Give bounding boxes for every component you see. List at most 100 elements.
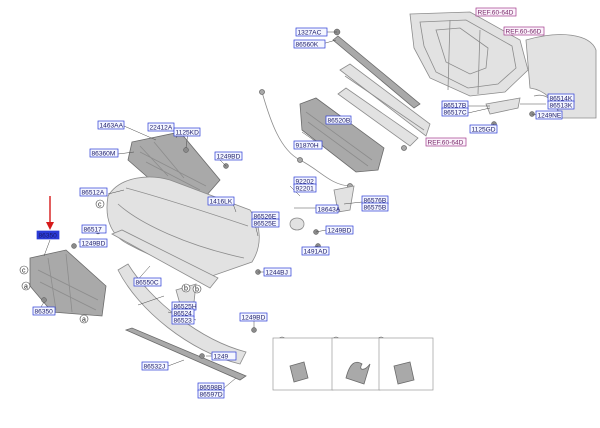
lower-grille-inner [299,97,385,173]
part-label-24-text: 86517 [84,226,103,233]
part-label-15-text: 86512A [82,189,105,196]
part-label-38-text: 86598B [200,384,223,391]
leader-lines [37,31,547,389]
part-label-26-text: 1249BD [328,227,352,234]
part-label-7-text: 1249NE [538,112,562,119]
part-label-17-text: 86526E [254,213,277,220]
part-label-12-text: 1125KD [176,129,200,136]
part-label-8-text: 86520B [328,117,351,124]
part-label-14[interactable]: 1249BD [214,151,243,161]
part-label-32-text: 86525H [174,303,197,310]
part-label-28[interactable]: 86350 [36,230,60,240]
part-label-33-text: 86524 [174,310,193,317]
part-label-4-text: 86514K [550,95,573,102]
part-label-9[interactable]: 91870H [293,140,323,150]
bumper-beam [337,63,431,147]
part-label-39[interactable]: 86597D [197,389,225,399]
part-label-2-text: 86517B [444,102,467,109]
part-label-36[interactable]: 1249 [211,351,237,361]
reference-label-2[interactable]: REF.60-64D [425,137,467,147]
part-label-35[interactable]: 1249BD [239,312,268,322]
part-label-6[interactable]: 1125GD [469,124,498,134]
part-label-0[interactable]: 1327AC [295,27,328,37]
reference-label-0[interactable]: REF.60-64D [475,7,517,17]
callout-circle-b: b [192,284,202,293]
part-label-37[interactable]: 86532J [141,361,169,371]
part-label-35-text: 1249BD [242,314,266,321]
reference-label-1-text: REF.60-66D [506,28,542,35]
part-label-20-text: 92201 [296,185,315,192]
part-label-10[interactable]: 1463AA [97,120,125,130]
part-label-21[interactable]: 18643A [315,204,341,214]
part-label-15[interactable]: 86512A [79,187,108,197]
part-label-39-text: 86597D [200,391,223,398]
part-label-7[interactable]: 1249NE [535,110,563,120]
part-label-21-text: 18643A [318,206,341,213]
svg-text:c: c [22,267,26,274]
fastener-legend [272,337,434,391]
part-label-29[interactable]: 86550C [133,277,162,287]
part-label-23[interactable]: 86575B [361,202,389,212]
part-label-1-text: 86560K [296,41,319,48]
part-label-28-text: 86350 [39,232,58,239]
part-label-16-text: 1416LK [210,198,233,205]
parking-sensor [289,217,305,231]
part-label-31-text: 86350 [35,308,54,315]
upper-molding-strip [332,35,421,109]
part-label-31[interactable]: 86350 [32,306,56,316]
part-label-3[interactable]: 86517C [441,107,469,117]
part-label-20[interactable]: 92201 [293,183,317,193]
clip-c-icon [393,361,415,385]
svg-text:c: c [98,201,102,208]
reference-label-2-text: REF.60-64D [428,139,464,146]
part-label-13-text: 86360M [92,150,116,157]
part-label-37-text: 86532J [144,363,166,370]
lower-lip-strip [111,229,219,289]
reference-label-1[interactable]: REF.60-66D [503,26,545,36]
part-label-1[interactable]: 86560K [293,39,326,49]
part-label-18[interactable]: 86525E [251,218,280,228]
part-label-26[interactable]: 1249BD [325,225,354,235]
part-label-27[interactable]: 1491AD [301,246,330,256]
part-label-5-text: 86513K [550,102,573,109]
part-label-27-text: 1491AD [304,248,328,255]
svg-text:b: b [195,286,199,293]
part-label-24[interactable]: 86517 [81,224,107,234]
svg-text:a: a [24,283,28,290]
part-label-12[interactable]: 1125KD [173,127,201,137]
part-label-0-text: 1327AC [298,29,322,36]
part-label-19-text: 92202 [296,178,315,185]
callout-circle-a: a [79,314,89,323]
lower-trim-strip [124,327,247,381]
clip-b-icon [345,361,371,385]
part-label-9-text: 91870H [296,142,319,149]
red-indicator-arrow [46,196,54,230]
callout-circle-c: c [95,199,105,208]
part-label-22-text: 86576B [364,197,387,204]
part-label-25[interactable]: 1249BD [79,238,108,248]
part-label-34-text: 86523 [174,317,193,324]
part-label-3-text: 86517C [444,109,467,116]
part-label-11-text: 22412A [150,124,173,131]
part-label-13[interactable]: 86360M [89,148,119,158]
callout-circle-c: c [19,265,29,274]
part-label-36-text: 1249 [214,353,229,360]
part-label-29-text: 86550C [136,279,159,286]
part-label-23-text: 86575B [364,204,387,211]
part-label-8[interactable]: 86520B [325,115,352,125]
part-label-18-text: 86525E [254,220,277,227]
part-label-14-text: 1249BD [217,153,241,160]
clip-a-icon [289,361,309,383]
part-label-34[interactable]: 86523 [171,315,195,325]
part-label-30-text: 1244BJ [266,269,288,276]
reference-label-0-text: REF.60-64D [478,9,514,16]
callout-circle-b: b [181,283,191,292]
part-label-16[interactable]: 1416LK [207,196,235,206]
svg-text:a: a [82,316,86,323]
part-label-6-text: 1125GD [472,126,496,133]
part-label-11[interactable]: 22412A [147,122,175,132]
part-label-30[interactable]: 1244BJ [263,267,292,277]
part-label-5[interactable]: 86513K [547,100,575,110]
